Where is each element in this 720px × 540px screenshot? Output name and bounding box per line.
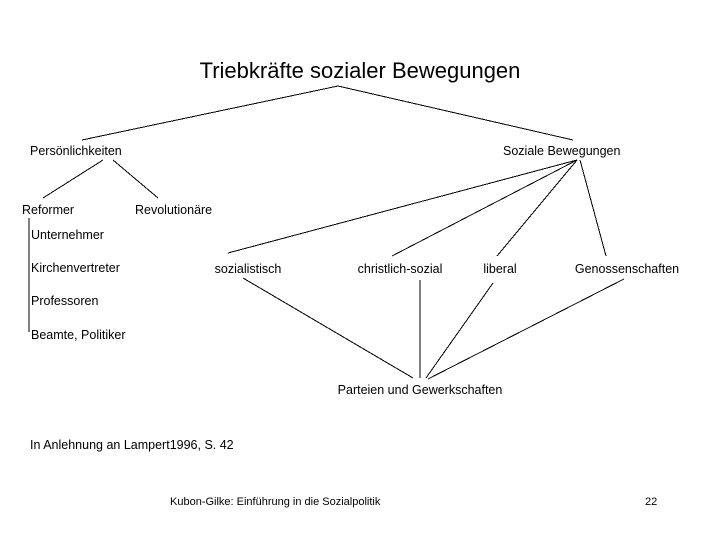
footer-page-number: 22 [645, 496, 658, 508]
footer-title: Kubon-Gilke: Einführung in die Sozialpol… [170, 496, 381, 508]
connector-personalities-to-revolutionary [112, 159, 159, 199]
connector-apex-to-personalities [81, 85, 339, 141]
node-reformer-item-officials-politicians[interactable]: Beamte, Politiker [31, 328, 126, 342]
connector-socialist-to-parties-unions [242, 277, 414, 379]
node-movement-cooperatives[interactable]: Genossenschaften [574, 262, 680, 276]
node-reformer[interactable]: Reformer [22, 203, 75, 217]
node-revolutionary[interactable]: Revolutionäre [135, 203, 213, 217]
connector-apex-to-social-movements [337, 85, 574, 141]
source-note: In Anlehnung an Lampert1996, S. 42 [30, 438, 234, 452]
node-social-movements[interactable]: Soziale Bewegungen [503, 144, 621, 158]
connector-personalities-to-reformer [42, 159, 104, 199]
node-reformer-item-entrepreneurs[interactable]: Unternehmer [31, 228, 104, 242]
connector-social-movements-to-cooperatives [579, 159, 607, 257]
node-movement-christian-social[interactable]: christlich-sozial [357, 262, 443, 276]
connector-cooperatives-to-parties-unions [427, 278, 625, 380]
node-reformer-item-professors[interactable]: Professoren [31, 294, 99, 308]
node-movement-socialist[interactable]: sozialistisch [214, 262, 282, 276]
connector-social-movements-to-liberal [496, 159, 578, 257]
node-reformer-item-church-representatives[interactable]: Kirchenvertreter [31, 261, 120, 275]
node-personalities[interactable]: Persönlichkeiten [30, 144, 122, 158]
connector-liberal-to-parties-unions [425, 282, 494, 379]
connector-social-movements-to-christian-social [391, 159, 578, 257]
node-movement-liberal[interactable]: liberal [483, 262, 517, 276]
connector-social-movements-to-socialist [227, 159, 578, 254]
page-title: Triebkräfte sozialer Bewegungen [199, 58, 521, 83]
node-parties-and-unions[interactable]: Parteien und Gewerkschaften [337, 383, 503, 397]
